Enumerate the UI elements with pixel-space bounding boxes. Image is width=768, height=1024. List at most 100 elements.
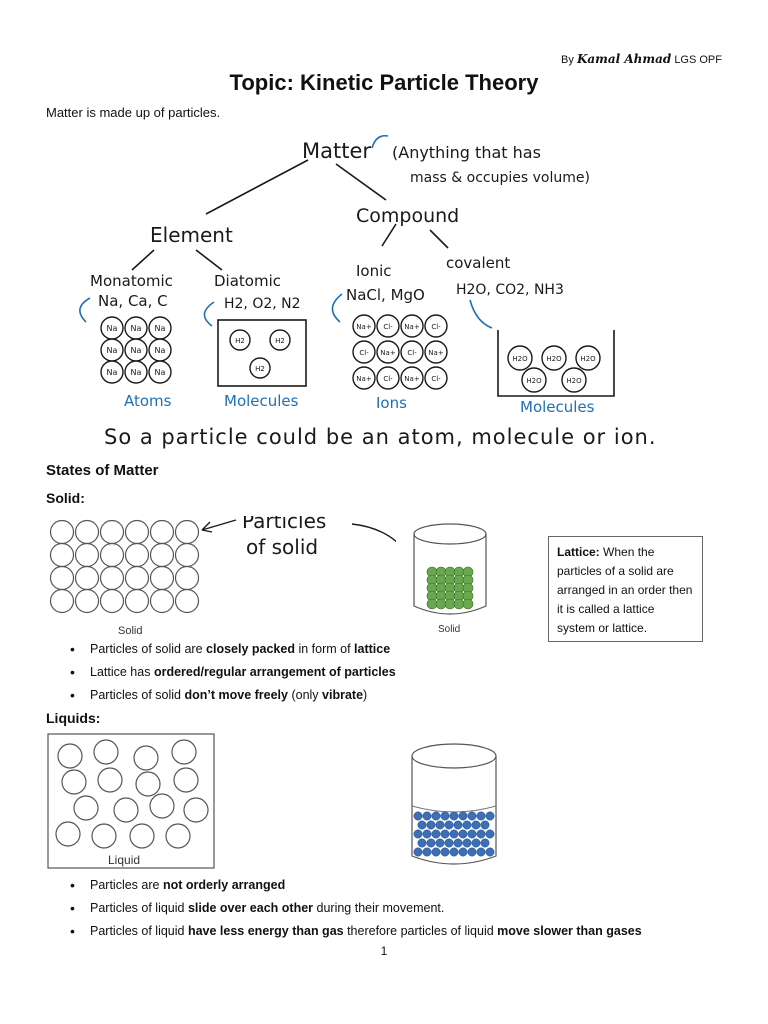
liquid-dot	[471, 820, 481, 830]
cl-ion	[376, 366, 400, 390]
na-ion-label: Na+	[356, 375, 372, 383]
liquid-dot	[440, 811, 450, 821]
states-heading: States of Matter	[46, 462, 159, 479]
byline-prefix: By	[561, 54, 574, 66]
liquid-dot	[426, 820, 436, 830]
solid-lattice-diagram: Solid Particles of solid	[49, 516, 396, 637]
liquid-dot	[476, 829, 486, 839]
cl-ion-label: Cl-	[383, 323, 393, 331]
liquid-particle	[149, 793, 175, 819]
liquid-particle	[91, 823, 117, 849]
solid-bullet-2: Lattice has ordered/regular arrangement …	[46, 663, 566, 686]
lattice-particle	[174, 542, 200, 568]
liquid-dot	[449, 847, 459, 857]
liquid-dot	[485, 847, 495, 857]
liquid-particle	[55, 821, 81, 847]
liquid-dot	[453, 820, 463, 830]
liquid-caption: Liquid	[108, 853, 140, 867]
liquid-particle	[93, 739, 119, 765]
lattice-particle	[74, 542, 100, 568]
cl-ion	[424, 314, 448, 338]
na-ion-label: Na+	[404, 323, 420, 331]
lattice-particle	[124, 565, 150, 591]
ions-cluster: Na+Cl-Na+Cl-Cl-Na+Cl-Na+Na+Cl-Na+Cl-	[352, 314, 448, 390]
cl-ion	[424, 366, 448, 390]
liquid-dot	[435, 820, 445, 830]
h2o-molecule-label: H2O	[526, 377, 542, 385]
lattice-particle	[149, 565, 175, 591]
ionic-label: Ionic	[356, 262, 392, 280]
solid-particle	[426, 598, 438, 610]
na-atom-label: Na	[131, 346, 142, 355]
liquid-dot	[422, 829, 432, 839]
liquid-dot	[413, 811, 423, 821]
solid-lattice-caption: Solid	[118, 625, 142, 637]
liquid-bullet-2: Particles of liquid slide over each othe…	[46, 899, 746, 922]
na-ion	[424, 340, 448, 364]
solid-heading: Solid:	[46, 490, 85, 506]
liquid-particle	[135, 771, 161, 797]
liquid-dot	[444, 838, 454, 848]
cl-ion-label: Cl-	[431, 375, 441, 383]
page-title: Topic: Kinetic Particle Theory	[229, 70, 539, 95]
liquid-container-diagram	[411, 743, 497, 865]
lattice-definition-box: Lattice: When the particles of a solid a…	[548, 536, 703, 642]
na-atom	[100, 360, 124, 384]
liquid-dot	[431, 829, 441, 839]
diatomic-container	[217, 319, 307, 387]
na-atom	[124, 360, 148, 384]
liquid-particle	[133, 745, 159, 771]
compound-label: Compound	[356, 205, 459, 227]
blue-arrows	[79, 293, 493, 329]
liquid-particle	[165, 823, 191, 849]
liquid-dot	[426, 838, 436, 848]
liquid-dot	[417, 838, 427, 848]
ions-caption: Ions	[376, 394, 407, 412]
liquid-dot	[458, 811, 468, 821]
lattice-particle	[124, 519, 150, 545]
h2o-molecule-label: H2O	[546, 355, 562, 363]
handwritten-particles: Particles	[242, 516, 326, 533]
na-ion	[400, 366, 424, 390]
liquid-dot	[422, 847, 432, 857]
h2o-molecule	[541, 345, 567, 371]
lattice-particle	[174, 519, 200, 545]
matter-label: Matter	[302, 139, 371, 163]
lattice-particle	[174, 565, 200, 591]
solid-bullet-3: Particles of solid don’t move freely (on…	[46, 686, 566, 709]
covalent-label: covalent	[446, 254, 510, 272]
handwritten-of-solid: of solid	[246, 535, 318, 559]
page-number: 1	[380, 944, 388, 958]
h2-molecule	[249, 357, 271, 379]
monatomic-examples: Na, Ca, C	[98, 292, 168, 310]
lattice-particle	[74, 565, 100, 591]
na-ion-label: Na+	[356, 323, 372, 331]
tree-lines	[131, 159, 449, 271]
lattice-particle	[74, 588, 100, 614]
matter-classification-diagram: Matter (Anything that has mass & occupie…	[79, 134, 656, 449]
solid-particle	[435, 598, 447, 610]
na-ion-label: Na+	[404, 375, 420, 383]
lattice-particle	[49, 519, 75, 545]
liquid-dot	[413, 847, 423, 857]
intro-text: Matter is made up of particles.	[46, 105, 221, 120]
lattice-particle	[99, 565, 125, 591]
lattice-particle	[149, 588, 175, 614]
h2-molecule-label: H2	[255, 365, 265, 373]
h2o-molecule	[521, 367, 547, 393]
cl-ion-label: Cl-	[407, 349, 417, 357]
covalent-container	[497, 330, 615, 397]
cl-ion	[400, 340, 424, 364]
h2o-molecule	[507, 345, 533, 371]
liquid-particle	[73, 795, 99, 821]
liquid-dot	[431, 811, 441, 821]
h2o-molecule	[575, 345, 601, 371]
lattice-particle	[49, 542, 75, 568]
liquid-particle	[129, 823, 155, 849]
liquid-particle	[183, 797, 209, 823]
liquid-circles	[55, 739, 209, 849]
arrowhead-icon	[201, 521, 213, 533]
na-ion-label: Na+	[380, 349, 396, 357]
liquid-dot	[476, 847, 486, 857]
